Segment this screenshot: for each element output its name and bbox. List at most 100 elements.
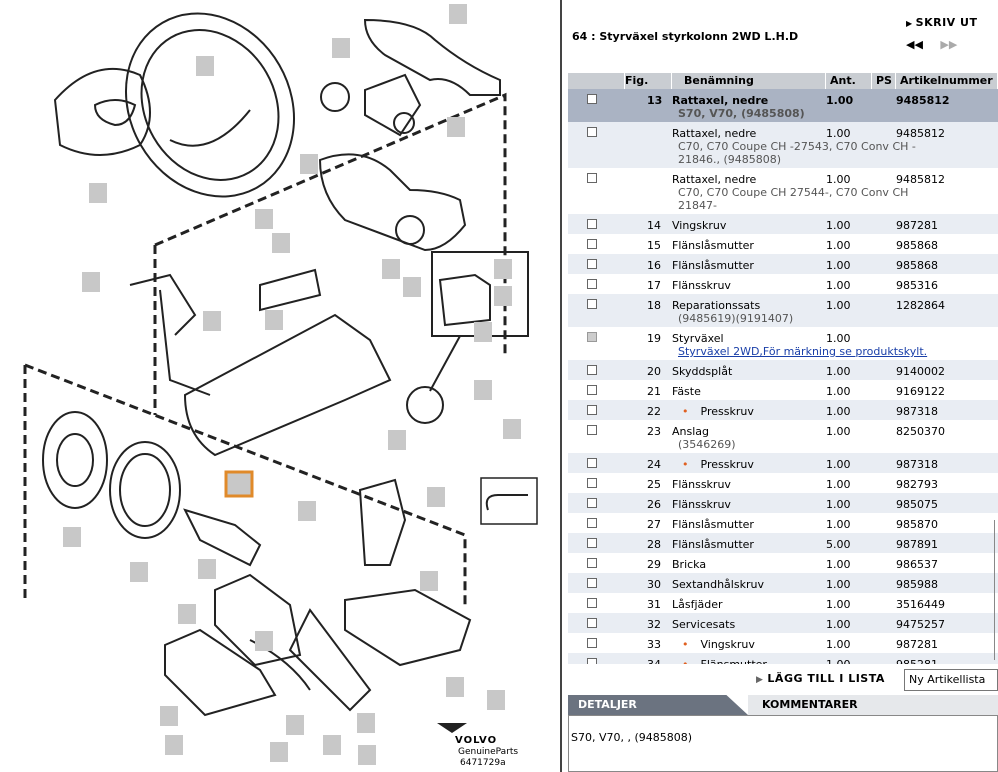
pane-divider[interactable] <box>560 0 562 772</box>
col-name[interactable]: Benämning <box>672 73 826 89</box>
row-checkbox[interactable] <box>587 279 597 289</box>
row-ant: 1.00 <box>826 658 872 664</box>
row-artikelnummer: 987318 <box>896 405 938 418</box>
row-checkbox[interactable] <box>587 405 597 415</box>
row-checkbox[interactable] <box>587 299 597 309</box>
row-checkbox[interactable] <box>587 618 597 628</box>
col-ps[interactable]: PS <box>872 73 896 89</box>
row-name-cell: •Presskruv <box>672 458 826 471</box>
row-name: Styrväxel <box>672 332 724 345</box>
row-name: Anslag <box>672 425 710 438</box>
row-checkbox[interactable] <box>587 385 597 395</box>
row-artikelnummer: 9140002 <box>896 365 945 378</box>
row-name-cell: Reparationssats(9485619)(9191407) <box>672 299 826 325</box>
print-button[interactable]: ▶SKRIV UT <box>906 16 977 29</box>
row-checkbox-cell <box>568 405 625 415</box>
row-checkbox[interactable] <box>587 538 597 548</box>
row-artikelnummer: 985075 <box>896 498 938 511</box>
row-name-cell: Flänslåsmutter <box>672 538 826 551</box>
row-checkbox[interactable] <box>587 578 597 588</box>
row-ant: 1.00 <box>826 219 851 232</box>
row-checkbox[interactable] <box>587 598 597 608</box>
diagram-drawing <box>23 4 538 765</box>
row-checkbox[interactable] <box>587 127 597 137</box>
row-checkbox[interactable] <box>587 365 597 375</box>
page-navigation: ◀◀ ▶▶ <box>906 38 971 51</box>
tab-details[interactable]: DETALJER <box>568 695 748 715</box>
row-checkbox[interactable] <box>587 239 597 249</box>
col-art[interactable]: Artikelnummer <box>896 73 998 89</box>
row-fig: 23 <box>647 425 661 438</box>
row-fig: 24 <box>647 458 661 471</box>
row-checkbox[interactable] <box>587 478 597 488</box>
row-artikelnummer: 985281 <box>896 658 998 664</box>
row-ant: 1.00 <box>826 405 851 418</box>
row-fig: 28 <box>647 538 661 551</box>
row-name: Flänsskruv <box>672 279 731 292</box>
row-checkbox-cell <box>568 638 625 648</box>
row-ant: 1.00 <box>826 558 851 571</box>
details-text: S70, V70, , (9485808) <box>568 715 998 772</box>
row-artikelnummer: 982793 <box>896 478 938 491</box>
row-name: Presskruv <box>700 458 754 471</box>
row-checkbox[interactable] <box>587 332 597 342</box>
row-name: Flänslåsmutter <box>672 518 754 531</box>
row-checkbox[interactable] <box>587 518 597 528</box>
col-fig[interactable]: Fig. <box>625 73 672 89</box>
row-checkbox[interactable] <box>587 638 597 648</box>
row-name: Vingskruv <box>672 219 727 232</box>
table-scrollbar[interactable] <box>994 520 998 660</box>
table-header: Fig. Benämning Ant. PS Artikelnummer <box>568 73 998 89</box>
col-ant[interactable]: Ant. <box>826 73 872 89</box>
row-checkbox[interactable] <box>587 219 597 229</box>
row-ant: 1.00 <box>826 332 851 345</box>
row-ant: 1.00 <box>826 458 851 471</box>
row-checkbox[interactable] <box>587 425 597 435</box>
tab-comments[interactable]: KOMMENTARER <box>748 695 998 715</box>
row-checkbox[interactable] <box>587 558 597 568</box>
row-fig: 26 <box>647 498 661 511</box>
row-ant: 1.00 <box>826 578 851 591</box>
add-to-list-button[interactable]: ▶LÄGG TILL I LISTA <box>756 672 885 685</box>
table-row[interactable]: 34•Flänsmutter1.00985281 <box>568 653 998 664</box>
row-name-cell: Fäste <box>672 385 826 398</box>
row-fig: 15 <box>647 239 661 252</box>
row-fig: 30 <box>647 578 661 591</box>
row-checkbox[interactable] <box>587 658 597 664</box>
row-ant: 1.00 <box>826 618 851 631</box>
row-checkbox[interactable] <box>587 458 597 468</box>
next-page-button[interactable]: ▶▶ <box>940 38 958 51</box>
list-select[interactable]: Ny Artikellista <box>904 669 998 691</box>
row-checkbox[interactable] <box>587 498 597 508</box>
row-checkbox[interactable] <box>587 259 597 269</box>
row-checkbox[interactable] <box>587 173 597 183</box>
row-checkbox-cell <box>568 478 625 488</box>
row-checkbox[interactable] <box>587 94 597 104</box>
prev-page-button[interactable]: ◀◀ <box>906 38 923 51</box>
row-fig: 29 <box>647 558 661 571</box>
row-name-cell: Låsfjäder <box>672 598 826 611</box>
